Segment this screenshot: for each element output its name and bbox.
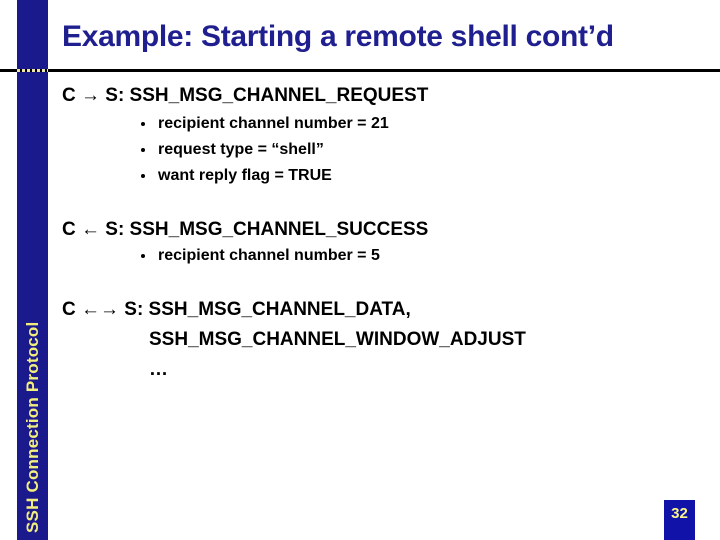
bullet-item: want reply flag = TRUE: [141, 165, 332, 187]
bullet-item: recipient channel number = 21: [141, 113, 389, 135]
bullet-item: recipient channel number = 5: [141, 245, 380, 267]
title-divider-line: [0, 69, 720, 72]
bullet-label: recipient channel number = 21: [158, 115, 389, 132]
continuation-line: SSH_MSG_CHANNEL_WINDOW_ADJUST: [149, 329, 526, 350]
bullet-dot-icon: [141, 254, 145, 258]
page-number-box: 32: [664, 500, 695, 540]
page-number: 32: [671, 505, 688, 522]
bullet-dot-icon: [141, 148, 145, 152]
continuation-line-ellipsis: …: [149, 359, 168, 380]
message-heading-request: C → S: SSH_MSG_CHANNEL_REQUEST: [62, 85, 429, 106]
bullet-label: recipient channel number = 5: [158, 247, 380, 264]
message-heading-data: C ←→ S: SSH_MSG_CHANNEL_DATA,: [62, 299, 411, 320]
slide-title: Example: Starting a remote shell cont’d: [62, 20, 614, 53]
bullet-item: request type = “shell”: [141, 139, 324, 161]
bullet-label: request type = “shell”: [158, 141, 324, 158]
divider-dashes-icon: [17, 69, 48, 72]
sidebar-section-label: SSH Connection Protocol: [23, 321, 42, 533]
bullet-dot-icon: [141, 174, 145, 178]
sidebar-bar: [17, 0, 48, 540]
message-heading-success: C ← S: SSH_MSG_CHANNEL_SUCCESS: [62, 219, 429, 240]
bullet-dot-icon: [141, 122, 145, 126]
bullet-label: want reply flag = TRUE: [158, 167, 332, 184]
